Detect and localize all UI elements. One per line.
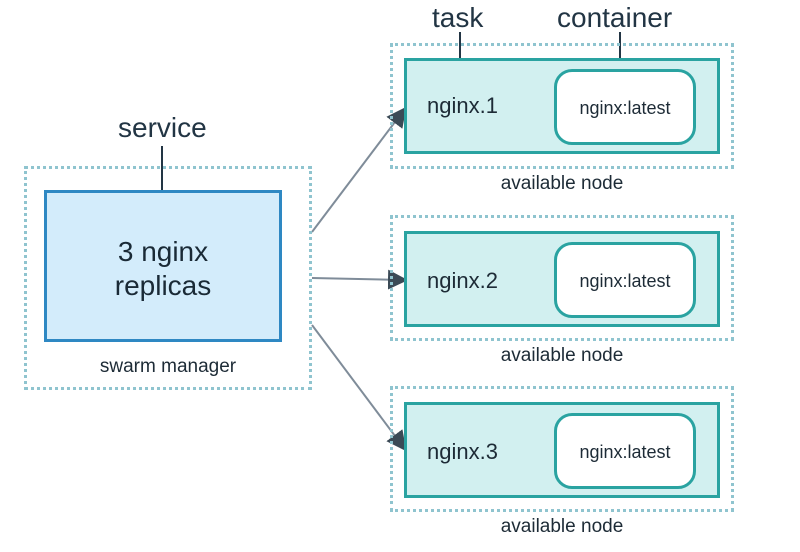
swarm-manager-region	[24, 166, 312, 390]
service-label: service	[118, 112, 207, 143]
node-caption-2: available node	[500, 345, 624, 366]
node-region-2	[390, 215, 734, 341]
container-box-2: nginx:latest	[554, 242, 696, 318]
arrow-to-node-2	[311, 269, 408, 290]
container-label: container	[557, 2, 673, 33]
container-box-1: nginx:latest	[554, 69, 696, 145]
node-region-3	[390, 386, 734, 512]
task-name-1: nginx.1	[427, 93, 498, 118]
node-caption-1: available node	[500, 173, 624, 194]
node-caption-3: available node	[500, 516, 624, 537]
task-box-2: nginx.2 nginx:latest	[404, 231, 720, 327]
service-text-line1: 3 nginx	[117, 236, 209, 267]
arrow-to-node-3	[311, 324, 407, 452]
container-name-3: nginx:latest	[579, 442, 671, 462]
service-text-line2: replicas	[114, 270, 212, 301]
container-box-3: nginx:latest	[554, 413, 696, 489]
task-name-2: nginx.2	[427, 268, 498, 293]
task-box-3: nginx.3 nginx:latest	[404, 402, 720, 498]
container-name-1: nginx:latest	[579, 98, 671, 118]
task-label: task	[432, 2, 484, 33]
swarm-manager-caption: swarm manager	[99, 356, 237, 377]
task-box-1: nginx.1 nginx:latest	[404, 58, 720, 154]
node-region-1	[390, 43, 734, 169]
service-box: 3 nginx replicas	[44, 190, 282, 342]
arrow-to-node-1	[311, 106, 407, 233]
task-name-3: nginx.3	[427, 439, 498, 464]
container-name-2: nginx:latest	[579, 271, 671, 291]
